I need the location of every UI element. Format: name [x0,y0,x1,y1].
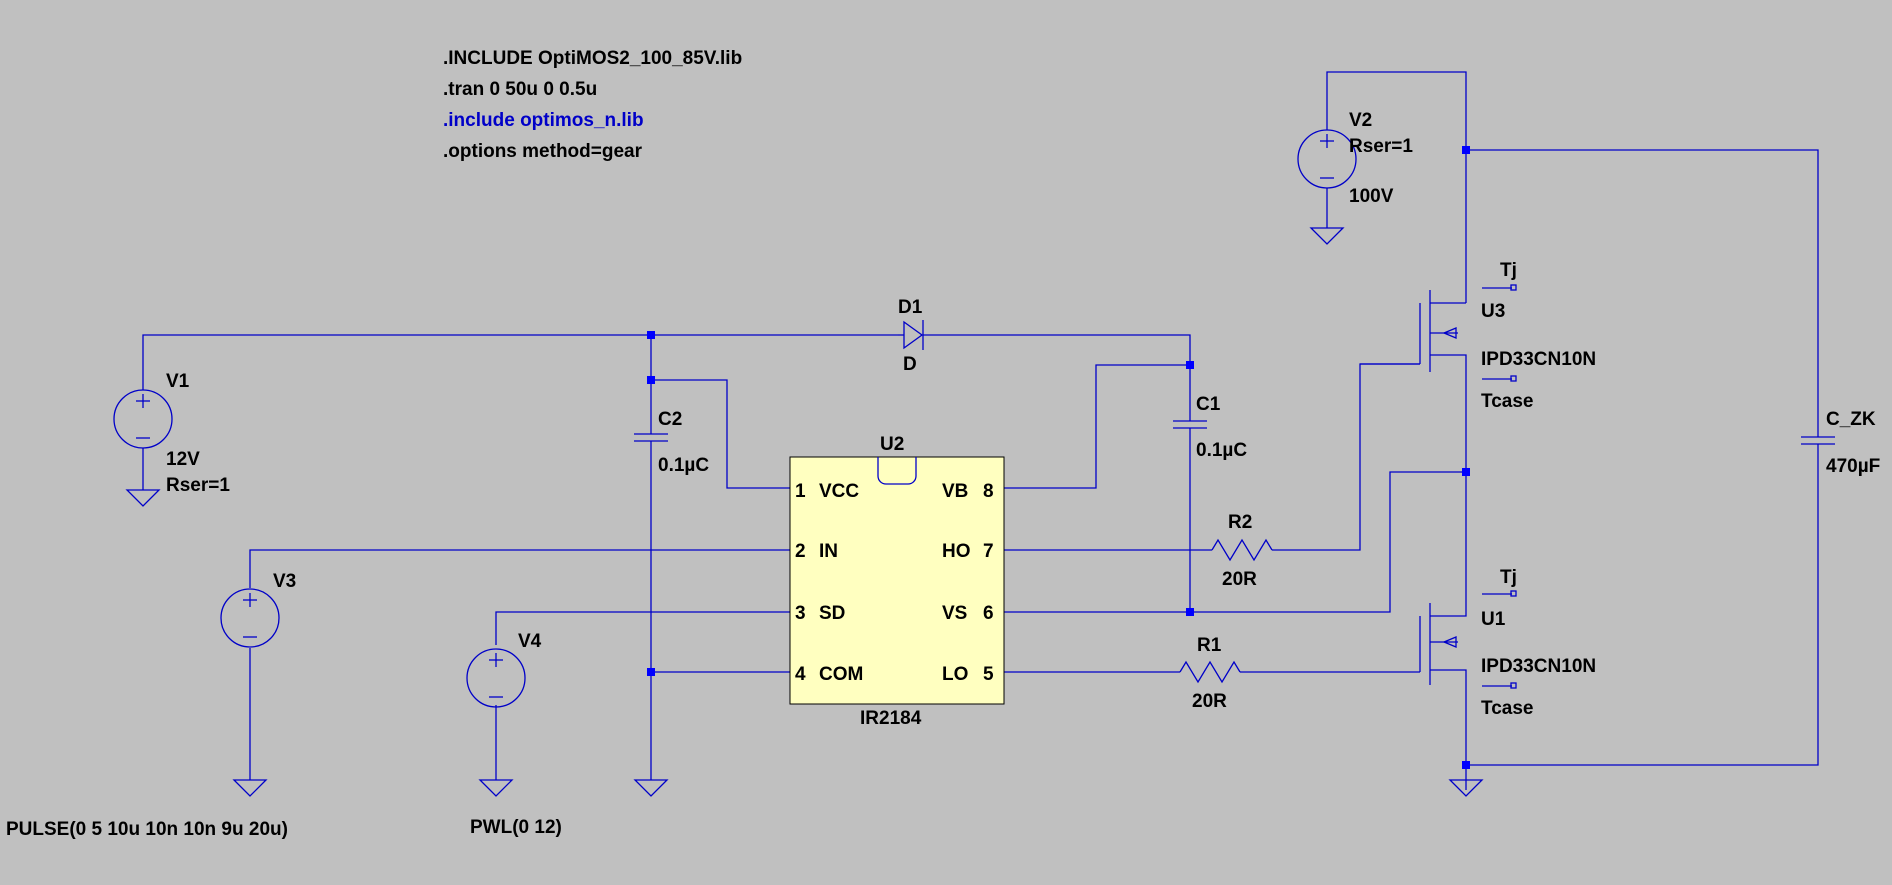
v2-rser: Rser=1 [1349,136,1413,157]
junctions [647,146,1470,769]
pin-4-label: COM [819,664,863,685]
u1-model: IPD33CN10N [1481,656,1596,677]
pin-8-label: VB [942,481,968,502]
c2-name: C2 [658,409,682,430]
v2-name: V2 [1349,110,1372,131]
pin-7-label: HO [942,541,971,562]
ground-symbol [232,779,268,797]
junction-dot [1462,468,1470,476]
v2-value: 100V [1349,186,1394,207]
pin-6-num: 6 [983,603,994,624]
ic-notch [877,457,917,485]
ground-symbol [633,779,669,797]
voltage-source-v4[interactable]: V4 PWL(0 12) [466,631,562,838]
ground-symbol [1448,779,1484,797]
pin-5-label: LO [942,664,968,685]
r2-value: 20R [1222,569,1257,590]
v4-value: PWL(0 12) [470,817,562,838]
wire-d1-to-c1 [924,334,1191,410]
wire-v2-top [1326,71,1467,303]
u1-tj: Tj [1500,567,1517,588]
wire-in [249,549,790,588]
pin-2-num: 2 [795,541,806,562]
wire-vb [1004,364,1190,489]
junction-dot [1462,761,1470,769]
u3-tj: Tj [1500,260,1517,281]
junction-dot [647,331,655,339]
ground-symbol [478,779,514,797]
v1-value: 12V [166,449,200,470]
ground-symbol [1309,227,1345,245]
wire-sd [495,611,790,645]
junction-dot [647,668,655,676]
pin-7-num: 7 [983,541,994,562]
voltage-source-v1[interactable]: V1 12V Rser=1 [113,371,230,496]
v1-rser: Rser=1 [166,475,230,496]
u2-name: U2 [880,434,904,455]
v3-value: PULSE(0 5 10u 10n 10n 9u 20u) [6,819,288,840]
pin-2-label: IN [819,541,838,562]
c1-name: C1 [1196,394,1221,415]
directive-include-lib[interactable]: .INCLUDE OptiMOS2_100_85V.lib [443,48,742,69]
pin-1-label: VCC [819,481,859,502]
resistor-r1[interactable]: R1 20R [1179,635,1241,712]
junction-dot [1186,361,1194,369]
directive-options[interactable]: .options method=gear [443,141,643,162]
junction-dot [647,376,655,384]
ic-u2-ir2184[interactable]: U2 IR2184 1 VCC 2 IN 3 SD 4 COM VB 8 HO … [789,434,1005,729]
capacitor-c1[interactable]: C1 0.1µC [1173,394,1247,461]
r1-value: 20R [1192,691,1227,712]
voltage-source-v2[interactable]: V2 Rser=1 100V [1297,110,1413,207]
u1-tcase: Tcase [1481,698,1533,719]
mosfet-u3[interactable]: Tj U3 IPD33CN10N Tcase [1360,260,1596,412]
wire-vs [1004,471,1466,613]
capacitor-c-zk[interactable]: C_ZK 470µF [1801,409,1880,477]
directive-tran[interactable]: .tran 0 50u 0 0.5u [443,79,597,100]
wire-r2-to-u3 [1272,363,1420,551]
grounds [125,227,1484,797]
czk-name: C_ZK [1826,409,1876,430]
pin-1-num: 1 [795,481,806,502]
junction-dot [1186,608,1194,616]
czk-value: 470µF [1826,456,1880,477]
u3-tcase: Tcase [1481,391,1533,412]
u3-name: U3 [1481,301,1505,322]
diode-d1[interactable]: D1 D [898,297,924,375]
d1-name: D1 [898,297,923,318]
wire-czk-bottom [1466,448,1819,766]
wire-hv-bus [1466,149,1819,432]
wires[interactable] [142,71,1819,790]
ground-symbol [125,489,161,507]
pin-8-num: 8 [983,481,994,502]
pin-3-num: 3 [795,603,806,624]
v1-name: V1 [166,371,190,392]
resistor-r2[interactable]: R2 20R [1211,512,1273,590]
v4-name: V4 [518,631,542,652]
directive-include-optimos[interactable]: .include optimos_n.lib [443,110,644,131]
pin-3-label: SD [819,603,845,624]
u1-name: U1 [1481,609,1506,630]
pin-5-num: 5 [983,664,994,685]
mosfet-u1[interactable]: Tj U1 IPD33CN10N Tcase [1419,567,1596,719]
junction-dot [1462,146,1470,154]
d1-value: D [903,354,917,375]
ic-body [789,456,1005,705]
capacitor-c2[interactable]: C2 0.1µC [634,409,709,476]
c1-value: 0.1µC [1196,440,1247,461]
voltage-source-v3[interactable]: V3 PULSE(0 5 10u 10n 10n 9u 20u) [6,571,296,840]
r1-name: R1 [1197,635,1222,656]
c2-value: 0.1µC [658,455,709,476]
r2-name: R2 [1228,512,1252,533]
spice-directives: .INCLUDE OptiMOS2_100_85V.lib .tran 0 50… [443,48,742,162]
pin-4-num: 4 [795,664,806,685]
pin-6-label: VS [942,603,967,624]
wire-vcc [651,379,790,489]
wire-v1-top [142,334,898,390]
u2-model: IR2184 [860,708,922,729]
u3-model: IPD33CN10N [1481,349,1596,370]
v3-name: V3 [273,571,296,592]
